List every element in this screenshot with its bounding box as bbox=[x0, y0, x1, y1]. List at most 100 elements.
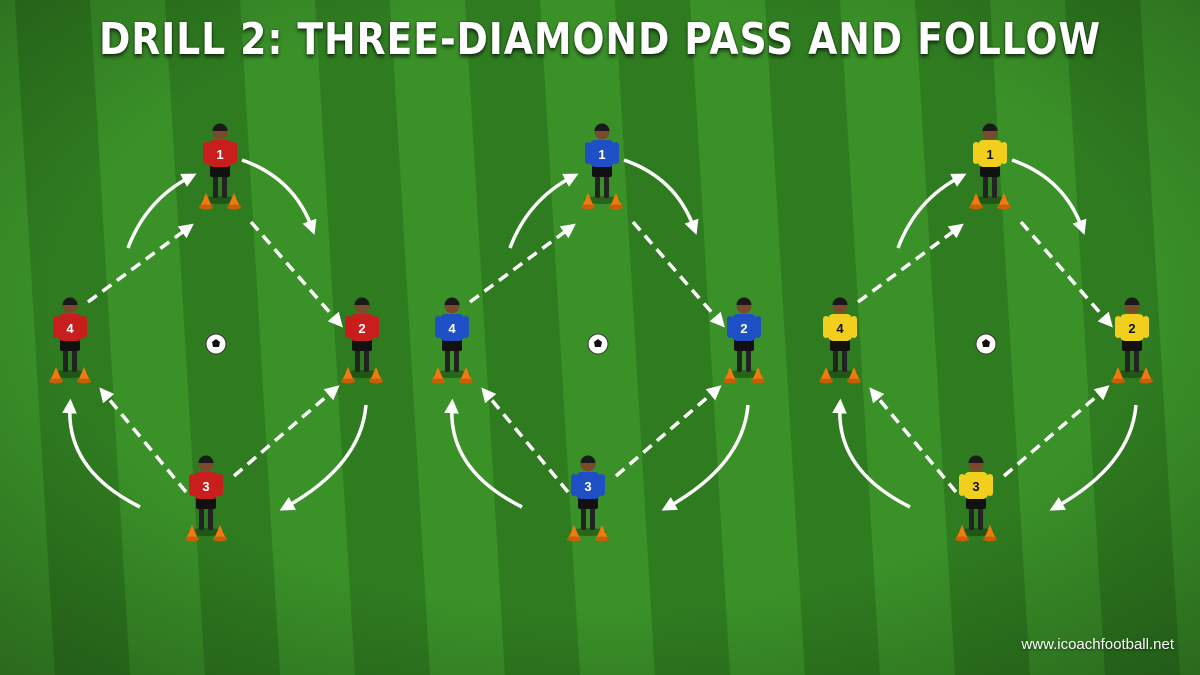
cone-base bbox=[1139, 378, 1153, 384]
player-red-3: 3 bbox=[185, 455, 227, 542]
player-arm bbox=[189, 474, 195, 496]
pass-arrow bbox=[869, 387, 958, 494]
cone bbox=[460, 367, 472, 381]
player-arm bbox=[53, 316, 59, 338]
cone bbox=[342, 367, 354, 381]
player-arm bbox=[973, 142, 979, 164]
player-shorts bbox=[210, 164, 230, 177]
cone-base bbox=[77, 378, 91, 384]
player-shorts bbox=[830, 338, 850, 351]
pass-arrow bbox=[1002, 385, 1110, 478]
player-jersey bbox=[964, 472, 988, 499]
run-arrow bbox=[896, 173, 967, 249]
jersey-number: 3 bbox=[972, 479, 979, 494]
player-leg bbox=[213, 174, 218, 198]
ball-panel bbox=[982, 339, 990, 347]
player-hair bbox=[982, 123, 998, 131]
cone bbox=[1112, 367, 1124, 381]
run-arrow bbox=[623, 158, 699, 235]
pass-arrow bbox=[481, 387, 570, 494]
player-red-2: 2 bbox=[341, 297, 383, 384]
cone-base bbox=[581, 204, 595, 210]
jersey-number: 4 bbox=[836, 321, 844, 336]
pass-arrow bbox=[99, 387, 188, 494]
pass-arrow bbox=[1019, 220, 1113, 328]
cone-base bbox=[819, 378, 833, 384]
player-shadow bbox=[52, 370, 88, 378]
player-yellow-4: 4 bbox=[819, 297, 861, 384]
run-arrow bbox=[1011, 158, 1087, 235]
player-leg bbox=[581, 506, 586, 530]
ball-panel bbox=[212, 339, 220, 347]
jersey-number: 2 bbox=[1128, 321, 1135, 336]
run-arrow bbox=[62, 398, 141, 509]
cone bbox=[50, 367, 62, 381]
player-shadow bbox=[822, 370, 858, 378]
player-arm bbox=[1115, 316, 1121, 338]
jersey-number: 1 bbox=[216, 147, 223, 162]
player-hair bbox=[736, 297, 752, 305]
ball bbox=[587, 333, 609, 355]
jersey-number: 1 bbox=[986, 147, 993, 162]
cone-base bbox=[369, 378, 383, 384]
player-hair bbox=[354, 297, 370, 305]
player-shorts bbox=[352, 338, 372, 351]
cone bbox=[214, 525, 226, 539]
player-hair bbox=[594, 123, 610, 131]
jersey-number: 3 bbox=[202, 479, 209, 494]
cone bbox=[78, 367, 90, 381]
player-shorts bbox=[592, 164, 612, 177]
player-jersey bbox=[350, 314, 374, 341]
cone bbox=[370, 367, 382, 381]
cone-base bbox=[997, 204, 1011, 210]
player-shadow bbox=[344, 370, 380, 378]
player-jersey bbox=[828, 314, 852, 341]
cone-base bbox=[199, 204, 213, 210]
cone-base bbox=[49, 378, 63, 384]
player-hair bbox=[1124, 297, 1140, 305]
player-shadow bbox=[584, 196, 620, 204]
cone-base bbox=[955, 536, 969, 542]
player-arm bbox=[203, 142, 209, 164]
cone bbox=[228, 193, 240, 207]
ball bbox=[205, 333, 227, 355]
player-leg bbox=[992, 174, 997, 198]
diamond-yellow: 1 2 3 4 bbox=[819, 123, 1153, 542]
cone bbox=[998, 193, 1010, 207]
run-arrow bbox=[832, 398, 911, 509]
run-arrow bbox=[508, 173, 579, 249]
jersey-number: 1 bbox=[598, 147, 605, 162]
cone-base bbox=[227, 204, 241, 210]
player-arm bbox=[755, 316, 761, 338]
player-shadow bbox=[202, 196, 238, 204]
cone-base bbox=[723, 378, 737, 384]
player-shorts bbox=[578, 496, 598, 509]
cone bbox=[724, 367, 736, 381]
player-jersey bbox=[590, 140, 614, 167]
player-arm bbox=[959, 474, 965, 496]
pass-arrow bbox=[614, 385, 722, 478]
player-jersey bbox=[58, 314, 82, 341]
player-arm bbox=[373, 316, 379, 338]
ball-panel bbox=[594, 339, 602, 347]
cone bbox=[596, 525, 608, 539]
cone bbox=[956, 525, 968, 539]
player-shadow bbox=[972, 196, 1008, 204]
player-arm bbox=[435, 316, 441, 338]
player-red-4: 4 bbox=[49, 297, 91, 384]
cone bbox=[820, 367, 832, 381]
jersey-number: 3 bbox=[584, 479, 591, 494]
player-shorts bbox=[196, 496, 216, 509]
cone bbox=[970, 193, 982, 207]
pass-arrow bbox=[232, 385, 340, 478]
player-leg bbox=[72, 348, 77, 372]
player-hair bbox=[444, 297, 460, 305]
cone-base bbox=[751, 378, 765, 384]
cone bbox=[1140, 367, 1152, 381]
player-leg bbox=[590, 506, 595, 530]
cone-base bbox=[431, 378, 445, 384]
player-leg bbox=[595, 174, 600, 198]
player-arm bbox=[217, 474, 223, 496]
